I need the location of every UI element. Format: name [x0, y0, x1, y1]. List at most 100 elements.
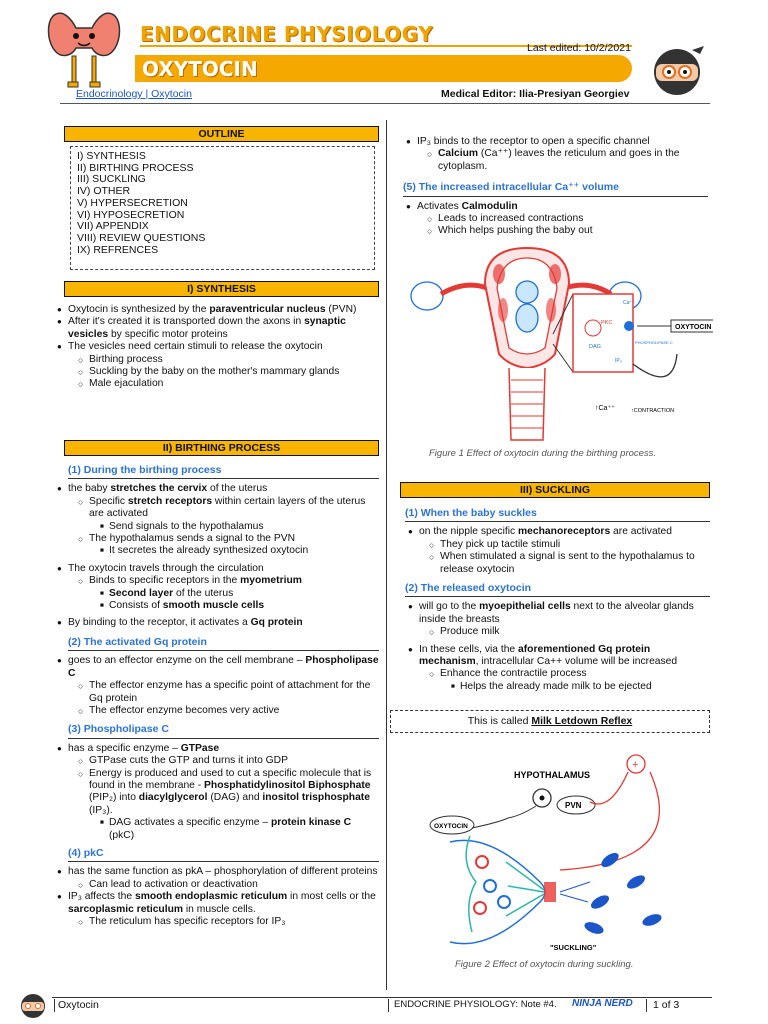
svg-text:OXYTOCIN: OXYTOCIN: [675, 324, 711, 331]
suckling-heading: III) SUCKLING: [400, 482, 710, 498]
list-item: Can lead to activation or deactivation: [54, 879, 379, 892]
list-item: DAG activates a specific enzyme – protei…: [54, 817, 379, 842]
list-item: on the nipple specific mechanoreceptors …: [405, 526, 710, 539]
list-item: By binding to the receptor, it activates…: [54, 617, 379, 630]
svg-text:IP₃: IP₃: [615, 358, 622, 364]
list-item: The oxytocin travels through the circula…: [54, 563, 379, 576]
subheading: (3) Phospholipase C: [68, 723, 379, 739]
outline-item[interactable]: II) BIRTHING PROCESS: [77, 161, 194, 174]
footer-brand-logo: NINJA NERD: [572, 998, 633, 1009]
outline-item[interactable]: V) HYPERSECRETION: [77, 196, 188, 209]
outline-item[interactable]: I) SYNTHESIS: [77, 150, 146, 162]
list-item: has a specific enzyme – GTPase: [54, 743, 379, 756]
svg-text:"SUCKLING": "SUCKLING": [550, 943, 597, 952]
synthesis-heading: I) SYNTHESIS: [64, 281, 379, 297]
list-item: Consists of smooth muscle cells: [54, 600, 379, 613]
medical-editor: Medical Editor: Ilia-Presiyan Georgiev: [441, 88, 630, 100]
svg-text:PVN: PVN: [565, 801, 582, 810]
breadcrumb-link[interactable]: Endocrinology | Oxytocin: [76, 88, 192, 100]
list-item: Energy is produced and used to cut a spe…: [54, 768, 379, 818]
footer-divider: [52, 997, 712, 998]
outline-heading: OUTLINE: [64, 126, 379, 142]
subheading: (5) The increased intracellular Ca⁺⁺ vol…: [403, 181, 708, 197]
list-item: In these cells, via the aforementioned G…: [405, 644, 710, 669]
svg-text:OXYTOCIN: OXYTOCIN: [434, 823, 468, 830]
last-edited: Last edited: 10/2/2021: [527, 42, 631, 54]
svg-text:DAG: DAG: [589, 344, 601, 350]
subheading: (2) The released oxytocin: [405, 582, 710, 598]
svg-text:HYPOTHALAMUS: HYPOTHALAMUS: [514, 770, 590, 780]
list-item: Oxytocin is synthesized by the paraventr…: [54, 304, 379, 317]
birthing-body: (1) During the birthing process the baby…: [54, 464, 379, 929]
subheading: (4) pkC: [68, 847, 379, 863]
subheading: (1) During the birthing process: [68, 464, 379, 480]
list-item: Send signals to the hypothalamus: [54, 521, 379, 534]
list-item: After it's created it is transported dow…: [54, 316, 379, 341]
list-item: Male ejaculation: [54, 378, 379, 391]
thyroid-mascot-icon: [47, 12, 121, 88]
milk-letdown-callout: This is called Milk Letdown Reflex: [390, 710, 710, 733]
subheading: (2) The activated Gq protein: [68, 636, 379, 652]
ninja-footer-icon: [21, 994, 45, 1018]
list-item: IP₃ affects the smooth endoplasmic retic…: [54, 891, 379, 916]
birthing-heading: II) BIRTHING PROCESS: [64, 440, 379, 456]
list-item: When stimulated a signal is sent to the …: [405, 551, 710, 576]
svg-text:PHOSPHOLIPASE C: PHOSPHOLIPASE C: [635, 340, 673, 345]
suckling-body: (1) When the baby suckles on the nipple …: [405, 507, 710, 694]
list-item: It secretes the already synthesized oxyt…: [54, 545, 379, 558]
list-item: The reticulum has specific receptors for…: [54, 916, 379, 929]
birthing-continued: IP₃ binds to the receptor to open a spec…: [403, 136, 708, 238]
list-item: Second layer of the uterus: [54, 588, 379, 601]
page-number: 1 of 3: [653, 999, 680, 1011]
list-item: They pick up tactile stimuli: [405, 539, 710, 552]
subheading: (1) When the baby suckles: [405, 507, 710, 523]
list-item: will go to the myoepithelial cells next …: [405, 601, 710, 626]
header-title: ENDOCRINE PHYSIOLOGY: [140, 22, 434, 46]
ninja-mascot-icon: [654, 46, 704, 95]
footer-separator: [646, 999, 647, 1012]
header-divider: [60, 103, 710, 104]
list-item: Suckling by the baby on the mother's mam…: [54, 366, 379, 379]
svg-text:↑CONTRACTION: ↑CONTRACTION: [631, 408, 674, 414]
list-item: The hypothalamus sends a signal to the P…: [54, 533, 379, 546]
header-rule: [140, 45, 632, 47]
figure-1-uterus-diagram: DAG PKC IP₃ PHOSPHOLIPASE C Ca⁺⁺ OXYTOCI…: [410, 246, 713, 441]
list-item: has the same function as pkA – phosphory…: [54, 866, 379, 879]
list-item: goes to an effector enzyme on the cell m…: [54, 655, 379, 680]
outline-item[interactable]: VII) APPENDIX: [77, 220, 149, 233]
list-item: GTPase cuts the GTP and turns it into GD…: [54, 755, 379, 768]
header-subtitle: OXYTOCIN: [142, 57, 258, 81]
list-item: Specific stretch receptors within certai…: [54, 496, 379, 521]
outline-item[interactable]: IV) OTHER: [77, 185, 131, 198]
footer-separator: [388, 999, 389, 1012]
list-item: Birthing process: [54, 354, 379, 367]
list-item: the baby stretches the cervix of the ute…: [54, 483, 379, 496]
figure-2-caption: Figure 2 Effect of oxytocin during suckl…: [455, 959, 634, 970]
outline-item[interactable]: III) SUCKLING: [77, 173, 146, 186]
list-item: The effector enzyme becomes very active: [54, 705, 379, 718]
footer-topic: Oxytocin: [58, 999, 99, 1011]
list-item: Enhance the contractile process: [405, 668, 710, 681]
list-item: Binds to specific receptors in the myome…: [54, 575, 379, 588]
column-divider: [386, 120, 387, 990]
list-item: Calcium (Ca⁺⁺) leaves the reticulum and …: [403, 148, 708, 173]
list-item: The vesicles need certain stimuli to rel…: [54, 341, 379, 354]
list-item: Helps the already made milk to be ejecte…: [405, 681, 710, 694]
figure-1-caption: Figure 1 Effect of oxytocin during the b…: [429, 448, 657, 459]
list-item: Which helps pushing the baby out: [403, 225, 708, 238]
list-item: Activates Calmodulin: [403, 201, 708, 214]
svg-text:↑Ca⁺⁺: ↑Ca⁺⁺: [595, 405, 615, 412]
outline-item[interactable]: VIII) REVIEW QUESTIONS: [77, 231, 206, 244]
list-item: The effector enzyme has a specific point…: [54, 680, 379, 705]
svg-text:Ca⁺⁺: Ca⁺⁺: [623, 300, 635, 306]
outline-item[interactable]: VI) HYPOSECRETION: [77, 208, 185, 221]
synthesis-body: Oxytocin is synthesized by the paraventr…: [54, 304, 379, 391]
svg-text:+: +: [632, 759, 638, 771]
footer-separator: [54, 999, 55, 1012]
list-item: IP₃ binds to the receptor to open a spec…: [403, 136, 708, 149]
list-item: Produce milk: [405, 626, 710, 639]
list-item: Leads to increased contractions: [403, 213, 708, 226]
outline-box: I) SYNTHESIS II) BIRTHING PROCESS III) S…: [70, 146, 375, 270]
outline-item[interactable]: IX) REFRENCES: [77, 243, 159, 256]
header-subtitle-bar: [135, 55, 632, 82]
